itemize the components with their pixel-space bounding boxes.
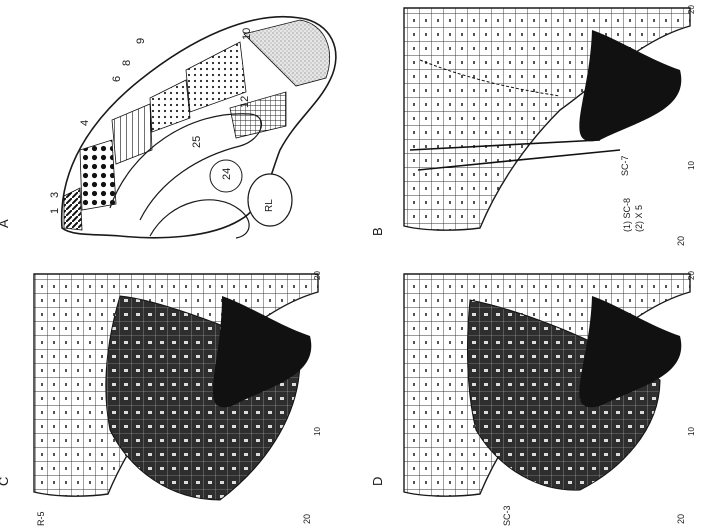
area-label-10: 10	[241, 28, 253, 40]
panel-d-bottom-tick: 20	[676, 514, 686, 524]
panel-b-bottom-tick: 20	[676, 236, 686, 246]
panel-b-note-1: (1) SC-8	[622, 198, 632, 232]
panel-b-axis-20: 20	[687, 5, 696, 14]
panel-c: C 20 10 20 R-5	[0, 271, 322, 526]
area-label-1: 1	[49, 208, 61, 214]
panel-c-bottom-tick: 20	[302, 514, 312, 524]
area-1-3-region	[64, 188, 82, 230]
panel-b: B 20 10 20 (1) SC-8 (2) X 5 SC-7	[370, 5, 696, 246]
area-label-3: 3	[49, 192, 61, 198]
area-label-9: 9	[135, 38, 147, 44]
area-label-25: 25	[191, 136, 203, 148]
panel-label-b: B	[370, 227, 385, 236]
panel-c-axis-10: 10	[313, 427, 322, 436]
area-4-region	[80, 140, 116, 210]
panel-d-axis-20: 20	[687, 271, 696, 280]
panel-d-axis-10: 10	[687, 427, 696, 436]
panel-a: A 1 3 4 6 8 9 10 24 25 12 RL	[0, 17, 336, 238]
rl-label: RL	[264, 199, 275, 212]
panel-b-electrode: SC-7	[620, 155, 630, 176]
panel-label-a: A	[0, 219, 11, 228]
area-label-24: 24	[221, 168, 233, 180]
panel-c-axis-20: 20	[313, 271, 322, 280]
panel-c-electrode: R-5	[36, 511, 46, 526]
area-label-8: 8	[121, 60, 133, 66]
panel-b-section	[404, 8, 690, 230]
area-label-4: 4	[79, 120, 91, 126]
panel-d: D 20 10 20 SC-3	[370, 271, 696, 526]
panel-label-c: C	[0, 477, 11, 486]
area-label-6: 6	[111, 76, 123, 82]
panel-d-electrode: SC-3	[502, 505, 512, 526]
panel-b-note-2: (2) X 5	[634, 205, 644, 232]
area-label-12: 12	[239, 96, 251, 108]
panel-label-d: D	[370, 477, 385, 486]
panel-b-axis-10: 10	[687, 161, 696, 170]
